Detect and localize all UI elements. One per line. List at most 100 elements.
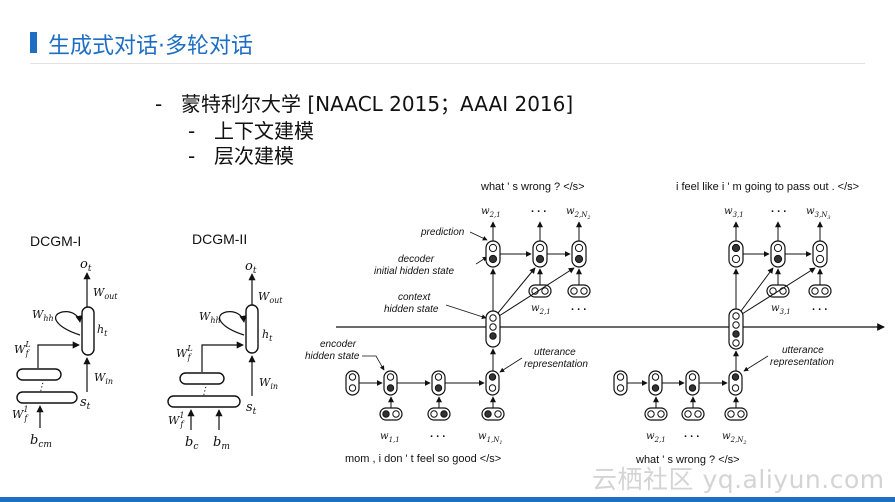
unit [489,332,497,340]
bullet-text: 层次建模 [214,144,294,168]
unit [535,254,545,264]
unit [386,384,395,392]
context-node [728,308,744,350]
hred-diagram: what ' s wrong ? </s> i feel like i ' m … [305,181,885,466]
dots-out2: . . . [771,203,786,215]
bullet-text: 上下文建模 [214,119,314,143]
unit [574,254,584,264]
unit [657,410,665,418]
output-sentence-1: what ' s wrong ? </s> [480,181,585,193]
utterance-label-3: utterance [782,345,824,356]
unit [815,254,825,264]
unit [727,410,735,418]
dcgm2-s-label: st [246,400,257,417]
word-w3N3: w3,N3 [806,206,831,221]
word-w11: w1,1 [380,431,400,444]
unit [732,312,740,320]
arrow [741,267,816,315]
unit [489,314,497,322]
unit [541,287,549,295]
arrow [497,267,536,314]
unit [488,384,497,392]
dcgm1-recurrent-loop [55,311,83,336]
dcgm2-whh-label: Whh [199,310,221,325]
dcgm2-win-label: Win [259,376,278,391]
unit [815,243,825,253]
callout-arrow [499,357,523,373]
unit [348,373,357,381]
unit [773,243,783,253]
dcgm1-dots: ⋮ [36,382,46,393]
unit [688,384,697,392]
unit [694,410,702,418]
unit [821,287,829,295]
bullet-level2: -层次建模 [188,144,294,168]
dcgm2-wfl-arrow [201,341,244,372]
unit [494,410,502,418]
unit [779,287,787,295]
unit [688,373,697,381]
dcgm1-hidden-node [81,306,95,356]
decoder-2: w3,1 . . . [728,240,832,316]
dots-dec2: . . . [812,301,827,313]
unit [732,330,740,338]
dcgm2-dots: ⋮ [199,386,209,397]
callout-arrow [475,256,488,265]
encoder-2: w2,1 . . . w2,N2 what ' s wrong ? </s> [613,350,748,466]
slide-title: 生成式对话·多轮对话 [48,34,253,59]
dcgm1-title: DCGM-I [30,233,81,249]
word-w2N2-enc: w2,N2 [722,431,747,446]
unit [731,254,741,264]
unit [574,243,584,253]
bottom-accent-line [0,497,895,502]
unit [386,373,395,381]
context-label-1: context [398,292,431,303]
unit [484,410,492,418]
word-w21-enc: w2,1 [646,431,666,444]
dcgm1-o-label: ot [80,257,92,274]
prediction-label: prediction [420,227,465,238]
encoder-1: w1,1 . . . w1,N1 mom , i don ' t feel so… [345,348,505,465]
unit [488,243,498,253]
callout-arrow [445,304,487,319]
word-w31-in: w3,1 [771,303,791,316]
unit [434,373,443,381]
utterance-label-4: representation [770,357,834,368]
unit [489,323,497,331]
unit [731,384,740,392]
dots-enc1: . . . [430,428,445,440]
unit [440,410,448,418]
word-w21-in: w2,1 [531,303,551,316]
dcgm2-wout-label: Wout [258,290,283,305]
dcgm1-win-label: Win [94,371,113,386]
unit [773,254,783,264]
encoder-label-1: encoder [320,339,357,350]
output-sentence-2: i feel like i ' m going to pass out . </… [676,181,859,193]
unit [430,410,438,418]
dcgm1-whh-label: Whh [32,308,54,323]
dcgm1-h-label: ht [97,323,108,338]
unit [570,287,578,295]
input-sentence-1: mom , i don ' t feel so good </s> [345,453,501,465]
unit [535,243,545,253]
dots-dec1: . . . [571,301,586,313]
unit [811,287,819,295]
dcgm2-hidden-node [245,304,259,354]
context-node-2 [728,267,816,350]
dcgm1-s-label: st [80,395,91,412]
utterance-label-2: representation [524,359,588,370]
arrow [740,267,774,312]
word-w21: w2,1 [481,206,501,219]
unit [732,321,740,329]
callout-arrow [469,231,488,241]
dcgm1-layer-top [16,368,62,381]
dcgm2-bm-label: bm [213,435,230,452]
input-sentence-2: what ' s wrong ? </s> [635,454,740,466]
word-w2N2: w2,N2 [566,206,591,221]
